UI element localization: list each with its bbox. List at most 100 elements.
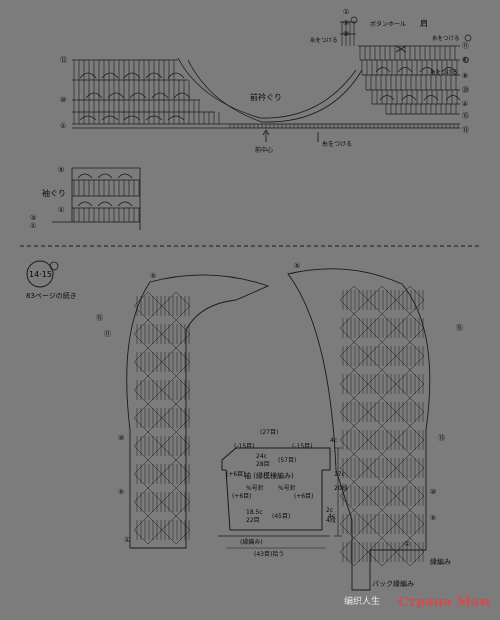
schematic-label: (+6目) [232,493,252,500]
shell-stitch [85,92,103,99]
shell-stitch [423,95,439,101]
stitch-mark [353,425,369,441]
stitch-mark [409,355,425,371]
needle-label: %号針 [278,484,296,492]
row-label: ⑤ [118,488,124,496]
stitch-mark [409,313,425,329]
shell-stitch [129,92,147,99]
shell-stitch [123,72,141,79]
shell-stitch [397,67,413,73]
stitch-mark [147,487,163,503]
stitch-mark [409,369,425,385]
stitch-mark [353,299,369,315]
schematic-label: 20段 [334,484,348,492]
shell-stitch [167,115,185,121]
stitch-mark [381,299,397,315]
stitch-mark [409,551,425,567]
watermark-sub: 编织人生 [344,595,380,607]
shell-stitch [123,115,141,121]
shell-stitch [145,115,163,121]
attach-yarn-label: 糸をつける [322,140,352,148]
stitch-mark [175,529,191,545]
stitch-mark [175,347,191,363]
stitch-mark [147,305,163,321]
back-border-label: バック縁編み [372,579,414,588]
stitch-mark [175,403,191,419]
stitch-mark [381,313,397,329]
row-label: ⑪ [462,42,469,50]
stitch-mark [147,529,163,545]
row-label: ⑫ [60,56,67,64]
row-label: ① [60,122,66,130]
stitch-mark [409,453,425,469]
row-label: ⑳ [462,86,469,94]
stitch-mark [353,551,369,567]
schematic-label: (-15目) [234,443,254,450]
stitch-mark [409,397,425,413]
stitch-mark [175,333,191,349]
stitch-mark [381,411,397,427]
stitch-mark [381,453,397,469]
buttonhole-label: ボタンホール [370,20,406,28]
stitch-mark [353,439,369,455]
schematic-label: (43目)拾う [254,550,284,558]
row-label: ⑮ [462,112,469,120]
center-front-arrow [262,129,319,142]
stitch-mark [353,327,369,343]
stitch-mark [381,341,397,357]
row-label: ⑪ [104,330,111,338]
stitch-mark [175,445,191,461]
schematic-label: 4c [330,437,337,444]
shell-stitch [77,173,93,179]
stitch-mark [381,397,397,413]
stitch-mark [353,397,369,413]
stitch-mark [175,291,191,307]
stitch-mark [381,383,397,399]
row-label: ① [404,540,410,548]
stitch-mark [353,481,369,497]
row-label: ④ [462,100,468,108]
stitch-mark [147,501,163,517]
stitch-mark [381,439,397,455]
stitch-mark [175,389,191,405]
stitch-mark [353,383,369,399]
row-label: ⑩ [60,96,66,104]
row-label: ⑧ [462,72,468,80]
stitch-mark [175,361,191,377]
stitch-mark [409,523,425,539]
stitch-mark [147,431,163,447]
stitch-mark [175,417,191,433]
schematic-label: (+6目) [294,493,314,500]
stitch-mark [381,285,397,301]
stitch-mark [147,361,163,377]
shell-stitch [167,72,185,79]
schematic-label: (+6目) [226,471,246,478]
stitch-mark [409,481,425,497]
stitch-mark [381,495,397,511]
stitch-mark [409,467,425,483]
row-label: ① [30,222,36,230]
schematic-label: (57目) [278,457,296,464]
border-label: 縁編み [430,557,451,566]
needle-label: %号針 [246,484,264,492]
row-label: ⑤ [430,514,436,522]
front-neck-label: 前衿ぐり [250,92,282,102]
attach-yarn-label: 糸をつける [310,36,338,44]
shoulder-label: 肩 [420,18,428,28]
shell-stitch [79,72,97,79]
stitch-mark [381,481,397,497]
stitch-mark [409,509,425,525]
schematic-label: 28目 [256,461,270,468]
schematic-label: 17c [334,471,345,478]
row-label: ⑬ [438,434,445,442]
stitch-mark [353,537,369,553]
stitch-mark [147,473,163,489]
stitch-mark [175,501,191,517]
shell-stitch [375,67,391,73]
stitch-mark [175,375,191,391]
vertical-measure: 4c [328,513,335,520]
stitch-mark [353,369,369,385]
shell-stitch [117,173,133,179]
stitch-mark [409,439,425,455]
